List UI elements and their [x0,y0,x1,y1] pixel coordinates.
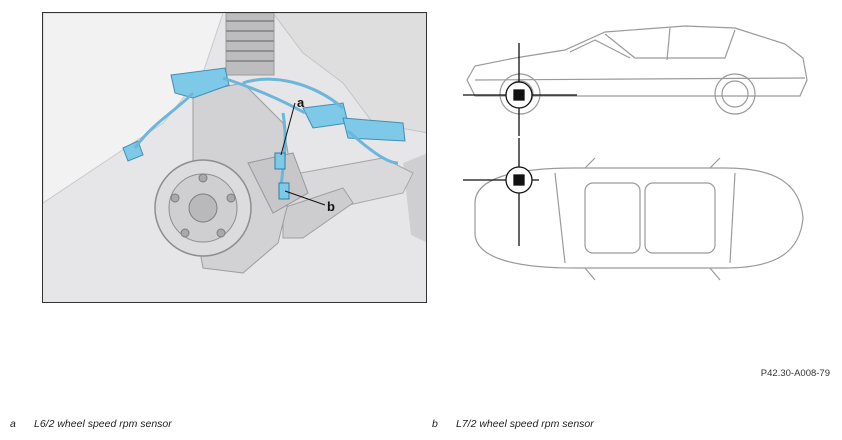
legend-text: L7/2 wheel speed rpm sensor [456,418,594,430]
suspension-drawing [43,13,426,302]
legend-key: b [432,418,438,430]
l6-2-sensor-marker [274,152,286,170]
side-view-sensor-locator [463,43,577,136]
figure-reference: P42.30-A008-79 [760,368,830,379]
callout-b: b [327,199,335,214]
legend-key: a [10,418,16,430]
vehicle-side-view [466,25,808,115]
legend-text: L6/2 wheel speed rpm sensor [34,418,172,430]
detail-illustration: a b [42,12,427,303]
legend-item-b: b L7/2 wheel speed rpm sensor [432,418,594,430]
legend-item-a: a L6/2 wheel speed rpm sensor [10,418,172,430]
l7-2-sensor-marker [278,182,290,200]
top-view-sensor-locator [463,138,539,246]
callout-a: a [297,95,305,110]
vehicle-locator-diagram [463,25,808,281]
